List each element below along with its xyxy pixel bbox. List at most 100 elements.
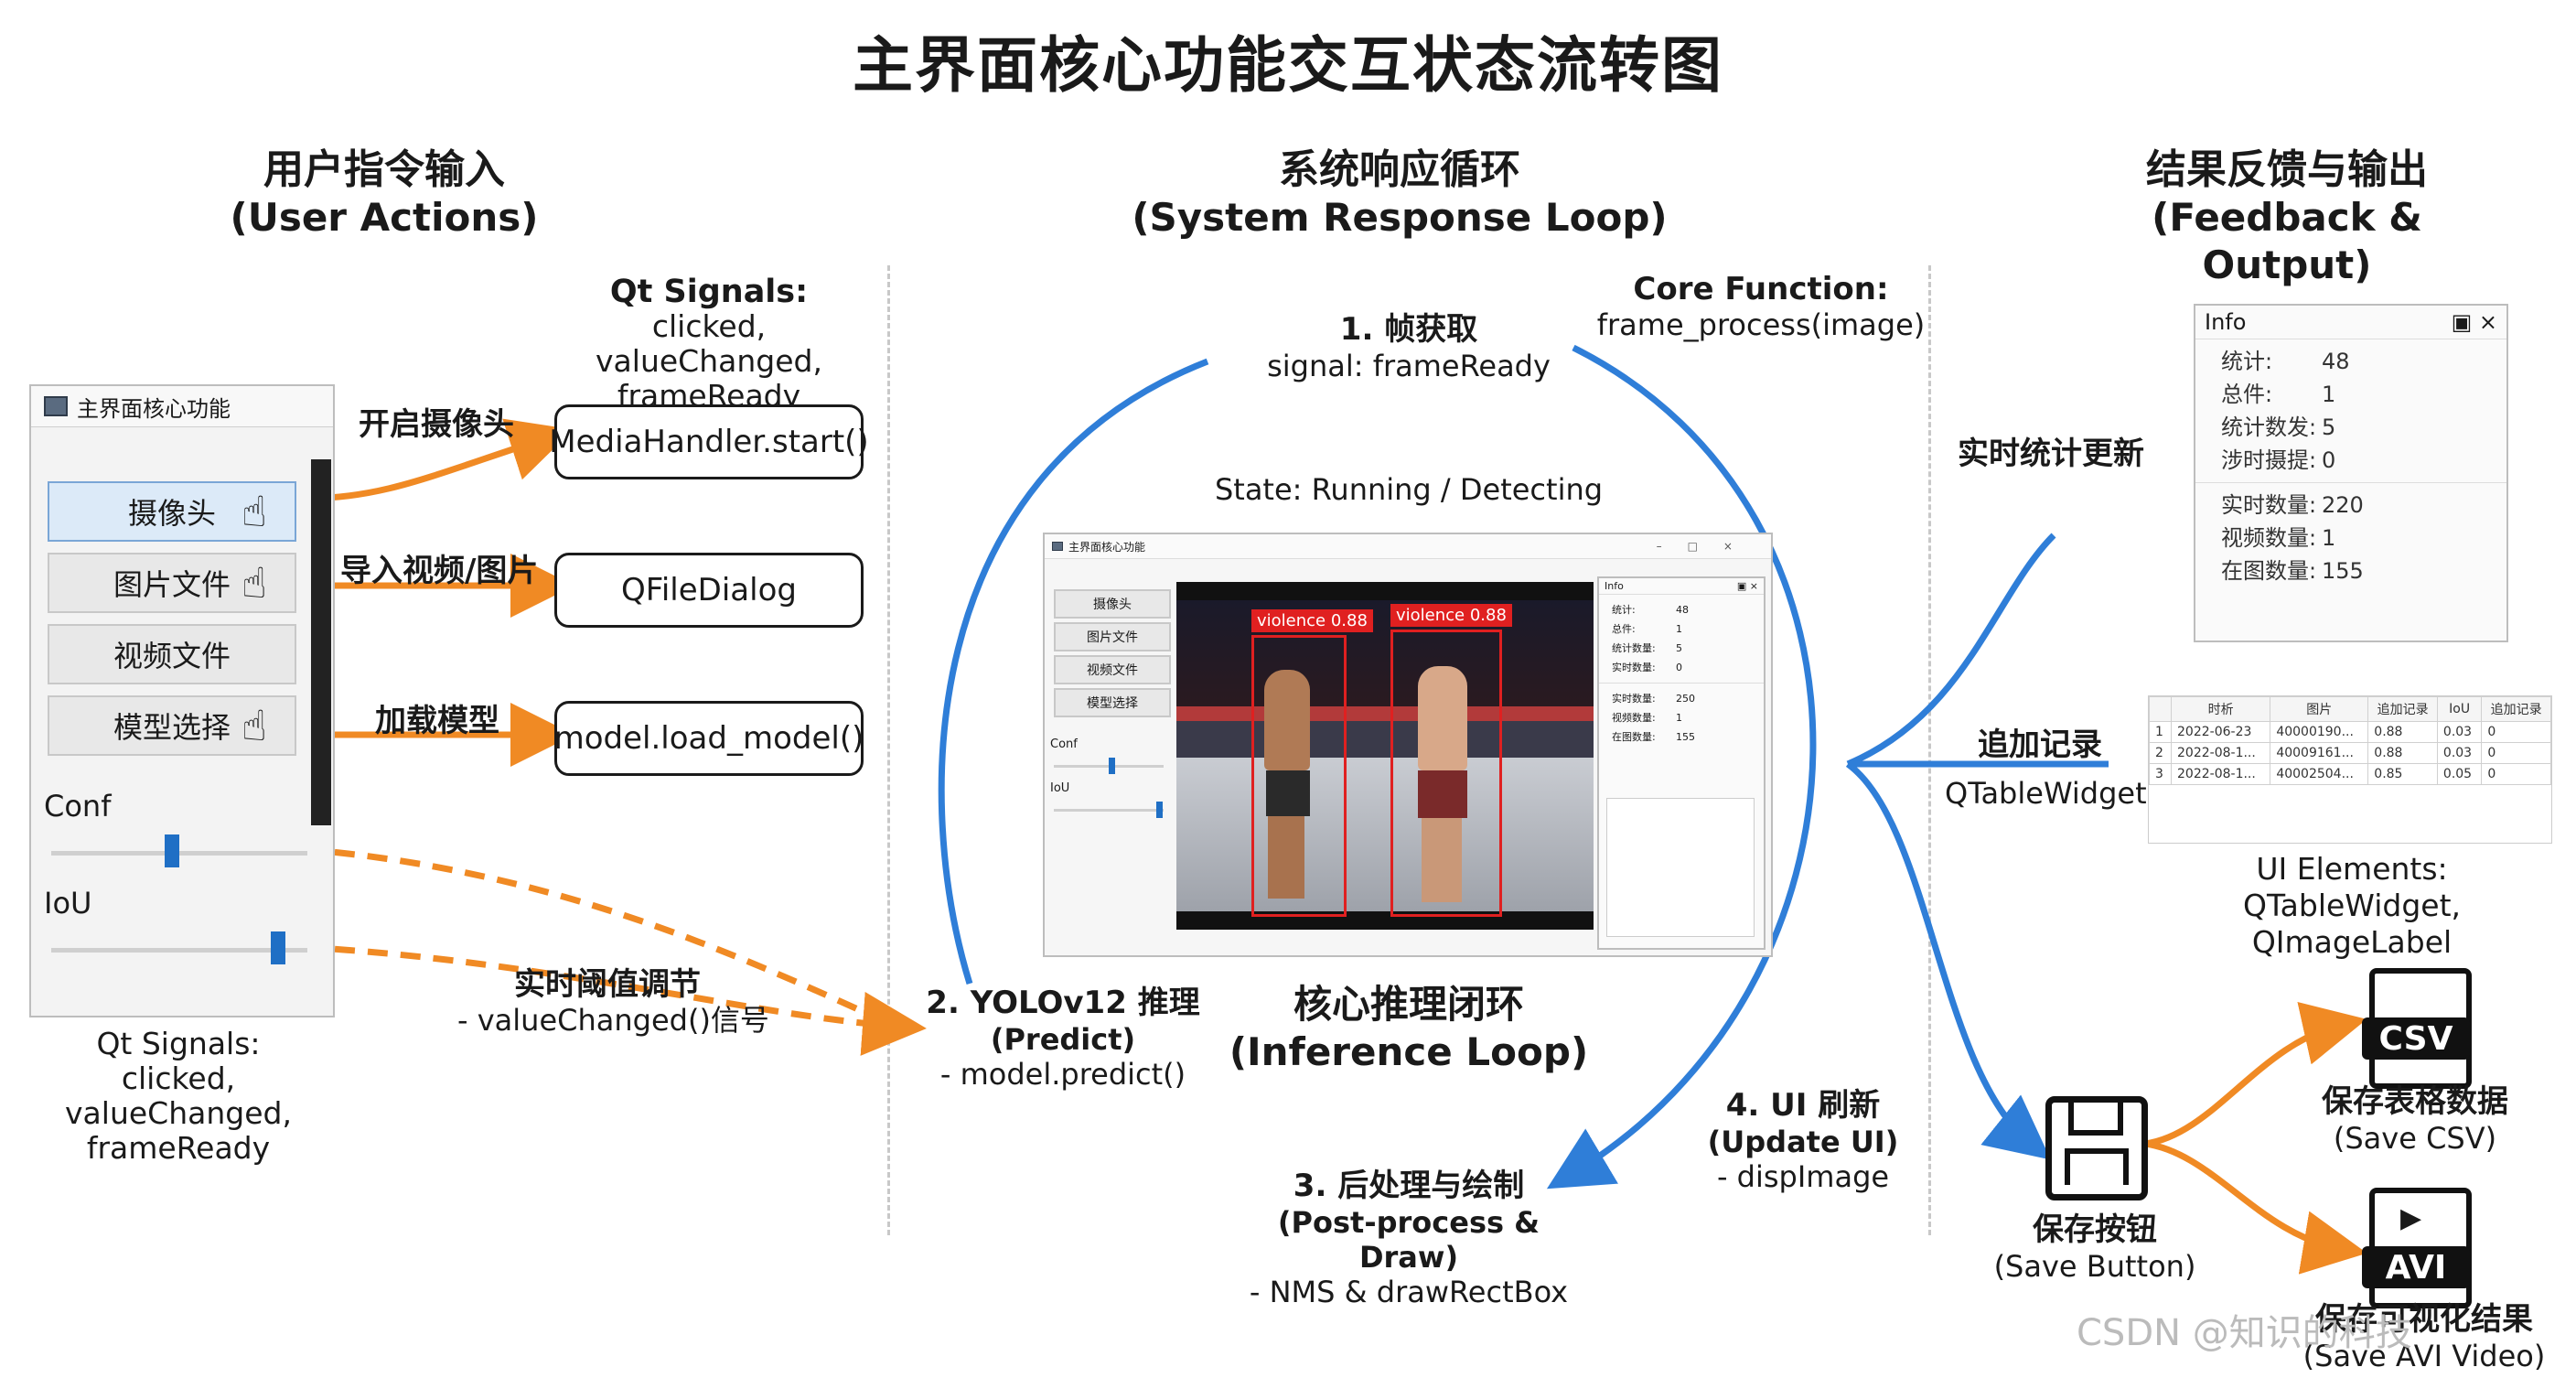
- conf-slider-knob[interactable]: [165, 834, 179, 867]
- save-csv-label: 保存表格数据 (Save CSV): [2305, 1076, 2525, 1156]
- qt-signals-bottom: Qt Signals: clicked, valueChanged, frame…: [18, 1027, 338, 1166]
- step-postprocess: 3. 后处理与绘制 (Post-process & Draw) - NMS & …: [1226, 1160, 1592, 1309]
- append-record-label: 追加记录: [1978, 727, 2102, 763]
- ring-floor: [1176, 758, 1594, 911]
- iou-slider-track[interactable]: [51, 948, 307, 953]
- qt-signals-line: clicked, valueChanged,: [65, 1060, 292, 1131]
- table-cell: 2022-06-23: [2171, 721, 2271, 743]
- info-key: 总件:: [2221, 382, 2273, 407]
- arrow-iou-dashed: [301, 943, 927, 1056]
- info-value: 5: [2322, 414, 2336, 440]
- column-header-cn: 系统响应循环: [1279, 146, 1520, 193]
- info-row: 总件:1: [1612, 619, 1751, 639]
- floppy-label: [2065, 1148, 2129, 1185]
- info-value: 1: [2322, 525, 2336, 551]
- screenshot-iou-track: [1054, 809, 1164, 812]
- info-row: 统计数发:5: [2221, 411, 2481, 444]
- info-value: 0: [2322, 447, 2336, 473]
- click-hand-icon: ☝: [242, 487, 268, 536]
- image-file-button[interactable]: 图片文件: [48, 553, 296, 613]
- table-cell: 0: [2481, 763, 2551, 785]
- info-key: 实时数量:: [1612, 693, 1656, 705]
- step-yolo-predict: 2. YOLOv12 推理 (Predict) - model.predict(…: [889, 977, 1237, 1092]
- media-handler-box: MediaHandler.start(): [549, 404, 869, 479]
- detection-box-2: [1390, 630, 1502, 917]
- action-load-model: 加载模型: [375, 703, 499, 739]
- conf-slider-track[interactable]: [51, 851, 307, 856]
- table-cell: 0: [2481, 721, 2551, 743]
- arena-background: [1176, 600, 1594, 706]
- csdn-watermark: CSDN @知识的科技: [2077, 1312, 2412, 1354]
- arrow-save-csv: [2144, 1001, 2367, 1147]
- main-window-mock: 主界面核心功能 摄像头 图片文件 视频文件 模型选择 ☝ ☝ ☝ Conf Io…: [29, 384, 335, 1017]
- table-cell: 0.88: [2367, 742, 2438, 764]
- step-head: 4. UI 刷新: [1725, 1087, 1881, 1124]
- table-header-cell: [2148, 696, 2173, 722]
- info-value: 1: [1676, 712, 1682, 724]
- ui-elements-sub: QTableWidget, QImageLabel: [2242, 888, 2461, 960]
- table-cell: 2022-08-1...: [2171, 763, 2271, 785]
- iou-slider-knob[interactable]: [271, 931, 285, 964]
- save-button-en: (Save Button): [1993, 1249, 2196, 1284]
- click-hand-icon: ☝: [242, 558, 268, 608]
- save-floppy-icon[interactable]: [2045, 1096, 2148, 1200]
- app-icon: [44, 396, 68, 416]
- table-header-cell: IoU: [2436, 696, 2483, 722]
- column-header-cn: 用户指令输入: [263, 146, 505, 193]
- info-row: 视频数量:1: [2221, 522, 2481, 554]
- save-button-cn: 保存按钮: [2033, 1211, 2157, 1248]
- model-select-button[interactable]: 模型选择: [48, 695, 296, 756]
- table-cell: 40000190...: [2270, 721, 2369, 743]
- info-row: 实时数量:250: [1612, 689, 1751, 708]
- step-sub: - NMS & drawRectBox: [1249, 1275, 1569, 1309]
- ui-elements-label: UI Elements: QTableWidget, QImageLabel: [2155, 851, 2549, 961]
- info-key: 视频数量:: [1612, 712, 1656, 724]
- branch-stats: [1846, 533, 2056, 768]
- info-value: 0: [1676, 662, 1682, 673]
- floppy-shutter: [2068, 1103, 2123, 1136]
- table-header-cell: 追加记录: [2481, 696, 2551, 722]
- dock-close-icon[interactable]: ▣ ×: [2451, 309, 2497, 335]
- info-row: 实时数量:0: [1612, 658, 1751, 677]
- column-divider-left: [887, 265, 890, 1235]
- video-file-button[interactable]: 视频文件: [48, 624, 296, 684]
- screenshot-model-button: 模型选择: [1054, 688, 1171, 717]
- save-avi-en: (Save AVI Video): [2302, 1339, 2546, 1373]
- ring-rope: [1176, 706, 1594, 721]
- column-header-feedback: 结果反馈与输出 (Feedback & Output): [2067, 146, 2506, 289]
- info-panel-title: Info: [2205, 309, 2247, 335]
- camera-button[interactable]: 摄像头: [48, 481, 296, 542]
- window-title: 主界面核心功能: [77, 395, 231, 422]
- column-header-cn: 结果反馈与输出: [2146, 146, 2428, 193]
- save-avi-label: 保存可视化结果 (Save AVI Video): [2287, 1294, 2561, 1373]
- click-hand-icon: ☝: [242, 701, 268, 750]
- arrow-camera: [301, 418, 574, 502]
- info-panel-header: Info ▣ ×: [2195, 306, 2506, 339]
- screenshot-iou-label: IoU: [1050, 781, 1070, 795]
- window-controls-icon: –□×: [1656, 540, 1758, 553]
- window-titlebar: 主界面核心功能: [31, 386, 333, 427]
- fighter-right-legs: [1422, 818, 1462, 902]
- column-header-en: (Feedback & Output): [2152, 195, 2422, 287]
- info-key: 统计数量:: [1612, 642, 1656, 654]
- info-row: 统计:48: [1612, 600, 1751, 619]
- save-csv-cn: 保存表格数据: [2322, 1083, 2508, 1120]
- table-cell: 2: [2148, 742, 2173, 764]
- table-cell: 0.88: [2367, 721, 2438, 743]
- column-header-user-actions: 用户指令输入 (User Actions): [201, 146, 567, 242]
- step-sub: (Predict): [990, 1022, 1136, 1057]
- table-cell: 0.05: [2436, 763, 2483, 785]
- stats-update-label: 实时统计更新: [1958, 436, 2144, 472]
- info-value: 48: [2322, 349, 2350, 374]
- fighter-left-legs: [1268, 816, 1304, 899]
- step-sub: signal: frameReady: [1267, 349, 1551, 383]
